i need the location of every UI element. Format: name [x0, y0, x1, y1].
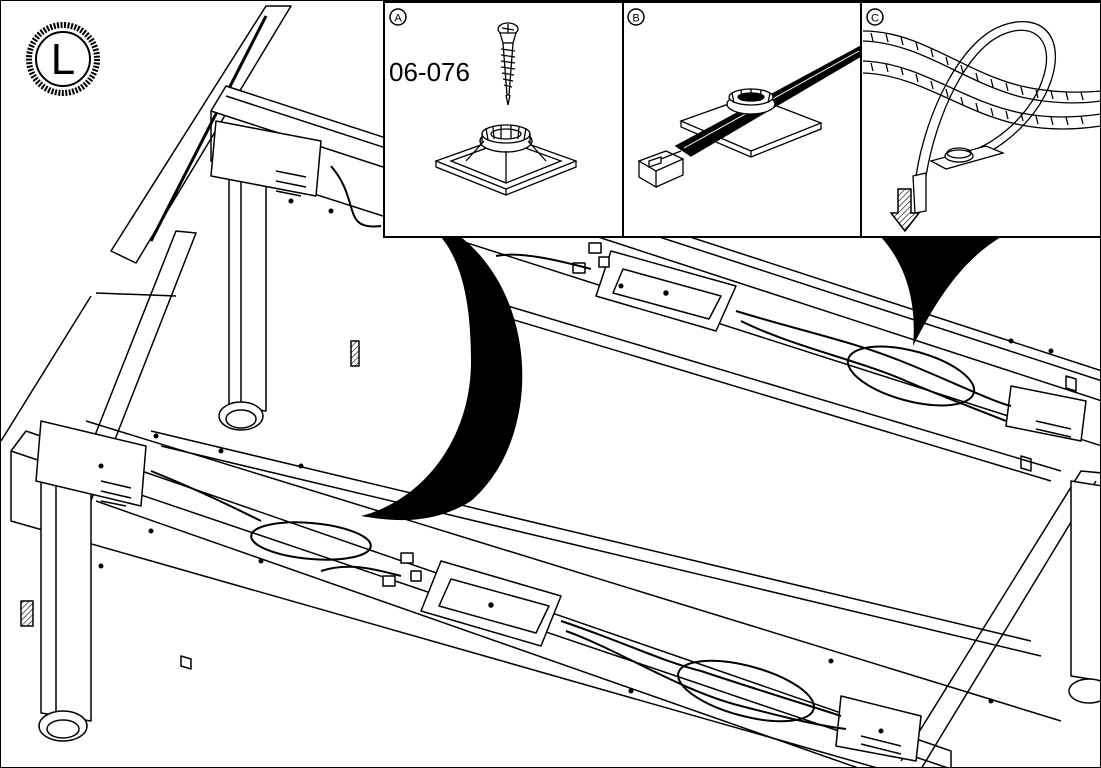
step-badge: L [26, 22, 100, 96]
step-letter: L [51, 35, 75, 84]
callout-leader-c [881, 237, 1001, 346]
panel-a: A 06-076 [389, 8, 578, 196]
callout-leader-a [361, 237, 523, 521]
control-box-top [595, 250, 737, 332]
panel-b-label: B [632, 13, 639, 25]
panel-b: B [627, 8, 862, 189]
panel-c-label: C [871, 13, 879, 25]
left-leg-lower [40, 480, 92, 722]
motor-housing-right-top [1005, 385, 1087, 442]
pull-arrow-icon [889, 188, 921, 233]
control-box-bottom [420, 560, 562, 647]
cable-tie-mount-icon [434, 124, 578, 196]
right-leg [1070, 480, 1100, 682]
motor-housing-top-left [210, 120, 322, 197]
connectors-bottom [382, 552, 422, 587]
panel-a-label: A [394, 13, 402, 25]
left-leg-upper [228, 150, 267, 412]
cables [150, 165, 1012, 730]
connectors-top [572, 242, 610, 274]
motor-housing-right-bottom [835, 695, 922, 762]
cable-tie-threaded-icon [637, 44, 862, 189]
part-number-label: 06-076 [389, 57, 470, 87]
motor-housing-left [35, 420, 147, 507]
screw-holes [98, 198, 1054, 734]
inset-panels: A 06-076 [383, 1, 1100, 238]
panel-c: C [862, 8, 1100, 233]
screw-icon [497, 22, 519, 106]
bundled-cables-icon [862, 21, 1100, 214]
